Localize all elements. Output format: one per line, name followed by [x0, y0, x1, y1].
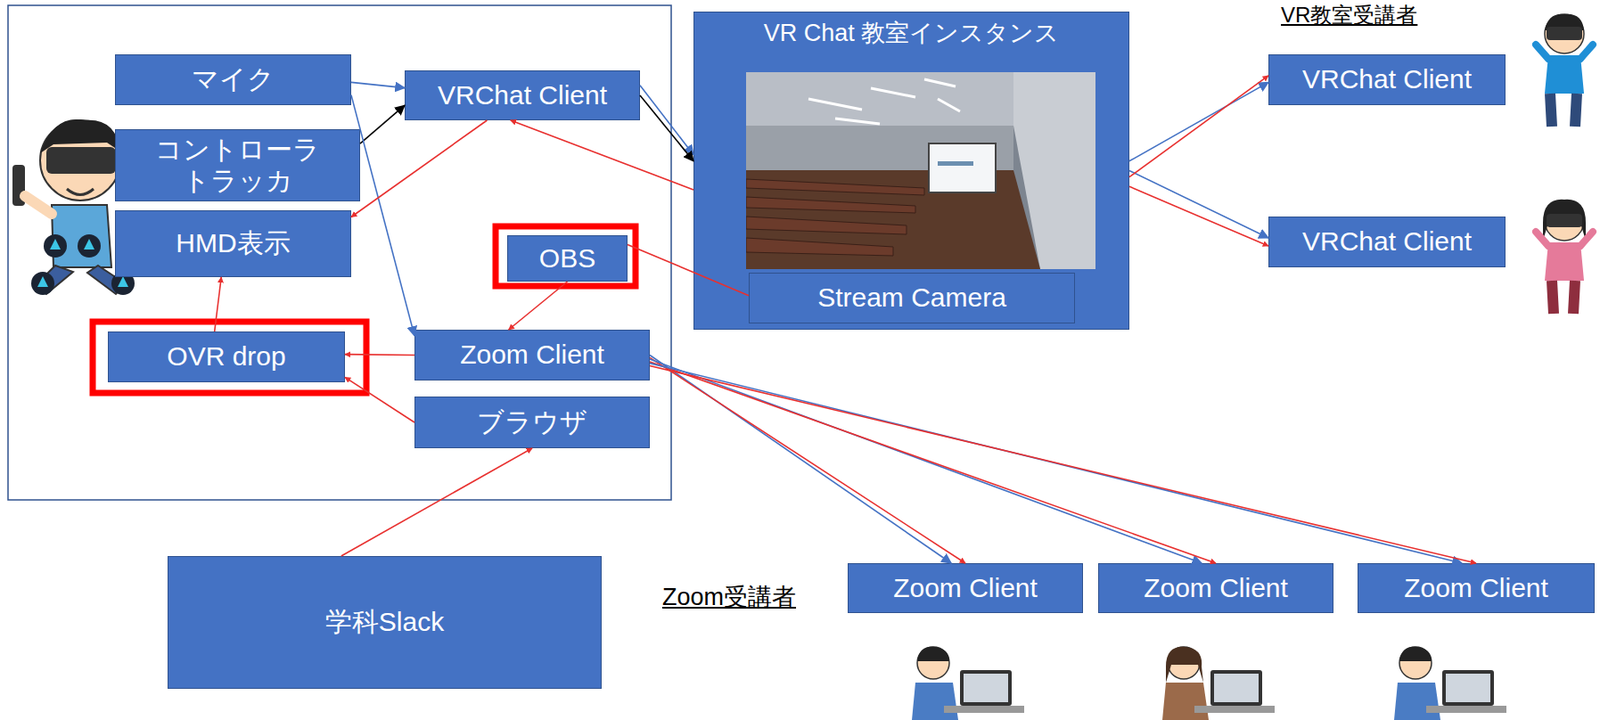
app-box: ブラウザ: [414, 396, 650, 449]
connector: [1129, 75, 1269, 178]
connector: [649, 355, 952, 565]
connector: [351, 82, 405, 88]
node-label: OVR drop: [161, 339, 291, 375]
connector: [649, 363, 1462, 564]
connector: [508, 281, 568, 330]
classroom-illustration: [746, 72, 1096, 270]
pc-frame: [8, 5, 672, 501]
vr-attendee-figure: [1535, 14, 1593, 127]
group-caption: VR教室受講者: [1280, 0, 1418, 30]
service-box: 学科Slack: [167, 556, 602, 690]
node-label: 学科Slack: [320, 605, 450, 640]
node-label: VRChat Client: [1296, 62, 1477, 98]
node-label: VR Chat 教室インスタンス: [758, 17, 1066, 50]
zoom-attendee-figure: [911, 647, 1025, 720]
node-label: VRChat Client: [1296, 224, 1477, 260]
connector: [510, 120, 694, 190]
instance-box: VR Chat 教室インスタンス Stream Camera: [693, 11, 1130, 330]
device-box: コントローラ トラッカ: [114, 129, 361, 202]
node-label: ブラウザ: [471, 405, 593, 441]
connector: [351, 95, 415, 337]
client-box: Zoom Client: [1098, 563, 1334, 614]
connector: [214, 277, 222, 332]
process-box: マイク: [114, 54, 352, 106]
node-label: マイク: [186, 62, 280, 98]
connector: [1129, 82, 1269, 161]
connector: [341, 448, 533, 557]
node-label: Zoom Client: [887, 571, 1043, 607]
zoom-attendee-figure: [1394, 647, 1507, 720]
connector: [649, 359, 1202, 564]
highlight-frame: [92, 321, 367, 394]
node-label: コントローラ トラッカ: [115, 132, 360, 198]
connector: [627, 244, 749, 296]
client-box: Zoom Client: [1357, 563, 1595, 614]
display-box: HMD表示: [114, 210, 352, 278]
vr-attendee-figure: [1535, 199, 1593, 314]
node-label: OBS: [533, 241, 601, 277]
app-box: OVR drop: [107, 331, 345, 383]
zoom-attendee-figure: [1162, 647, 1275, 720]
node-label: VRChat Client: [432, 78, 613, 114]
connector: [649, 365, 1477, 564]
node-label: Stream Camera: [812, 280, 1012, 316]
node-label: HMD表示: [170, 226, 296, 262]
connector: [649, 361, 1216, 564]
client-box: VRChat Client: [1268, 216, 1506, 268]
connector: [1129, 186, 1269, 247]
client-box: VRChat Client: [1268, 54, 1506, 106]
connector: [344, 377, 415, 423]
connector: [640, 95, 694, 162]
node-label: Zoom Client: [1398, 571, 1554, 607]
connector: [649, 357, 966, 564]
connector: [351, 120, 487, 218]
connector: [344, 353, 415, 356]
highlight-frame: [495, 226, 636, 287]
connector: [360, 105, 405, 144]
connector: [1129, 171, 1269, 238]
node-label: Zoom Client: [1138, 571, 1294, 607]
client-box: VRChat Client: [404, 70, 640, 121]
connector: [640, 85, 694, 156]
group-caption: Zoom受講者: [662, 581, 796, 614]
camera-box: Stream Camera: [748, 272, 1075, 324]
client-box: Zoom Client: [414, 329, 650, 381]
app-box: OBS: [507, 235, 628, 282]
node-label: Zoom Client: [454, 337, 610, 373]
client-box: Zoom Client: [847, 563, 1084, 614]
